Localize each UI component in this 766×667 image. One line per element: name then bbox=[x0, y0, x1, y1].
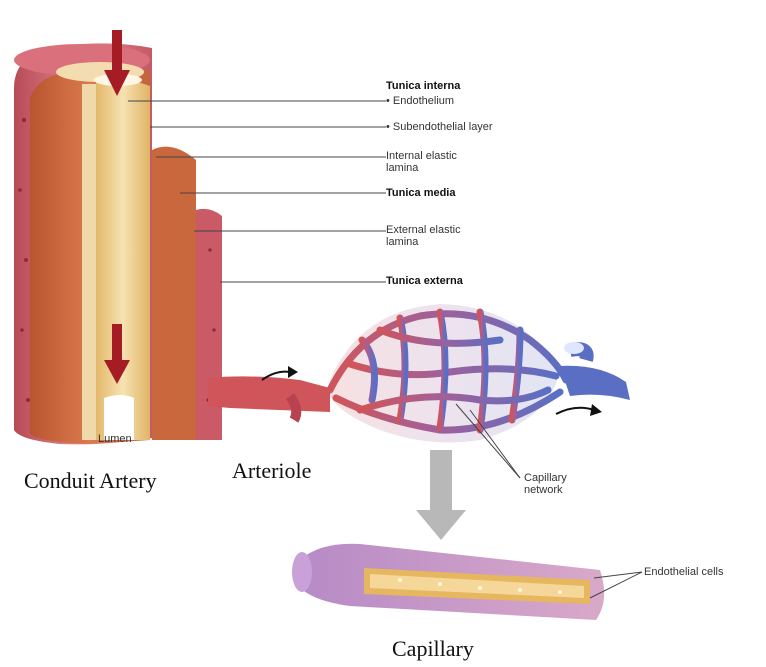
label-capillary-network-1: Capillary bbox=[524, 472, 567, 484]
label-tunica-interna: Tunica interna bbox=[386, 80, 460, 92]
capillary-segment bbox=[292, 544, 642, 620]
caption-arteriole: Arteriole bbox=[232, 458, 311, 484]
label-internal-elastic-2: lamina bbox=[386, 162, 418, 174]
label-external-elastic-1: External elastic bbox=[386, 224, 461, 236]
capillary-network bbox=[208, 304, 630, 478]
venule-vessel bbox=[560, 366, 630, 400]
label-capillary-network-2: network bbox=[524, 484, 563, 496]
zoom-arrow bbox=[416, 450, 466, 540]
caption-conduit-artery: Conduit Artery bbox=[24, 468, 157, 494]
label-subendothelial: • Subendothelial layer bbox=[386, 121, 493, 133]
tunica-interna-layer bbox=[96, 79, 150, 440]
label-endothelium: • Endothelium bbox=[386, 95, 454, 107]
label-endothelial-cells: Endothelial cells bbox=[644, 566, 724, 578]
label-tunica-externa: Tunica externa bbox=[386, 275, 463, 287]
label-internal-elastic-1: Internal elastic bbox=[386, 150, 457, 162]
arteriole-vessel bbox=[208, 376, 330, 412]
media-step bbox=[152, 147, 196, 440]
label-tunica-media: Tunica media bbox=[386, 187, 455, 199]
conduit-artery bbox=[14, 30, 222, 444]
label-external-elastic-2: lamina bbox=[386, 236, 418, 248]
caption-capillary: Capillary bbox=[392, 636, 474, 662]
label-lumen: Lumen bbox=[98, 433, 132, 445]
